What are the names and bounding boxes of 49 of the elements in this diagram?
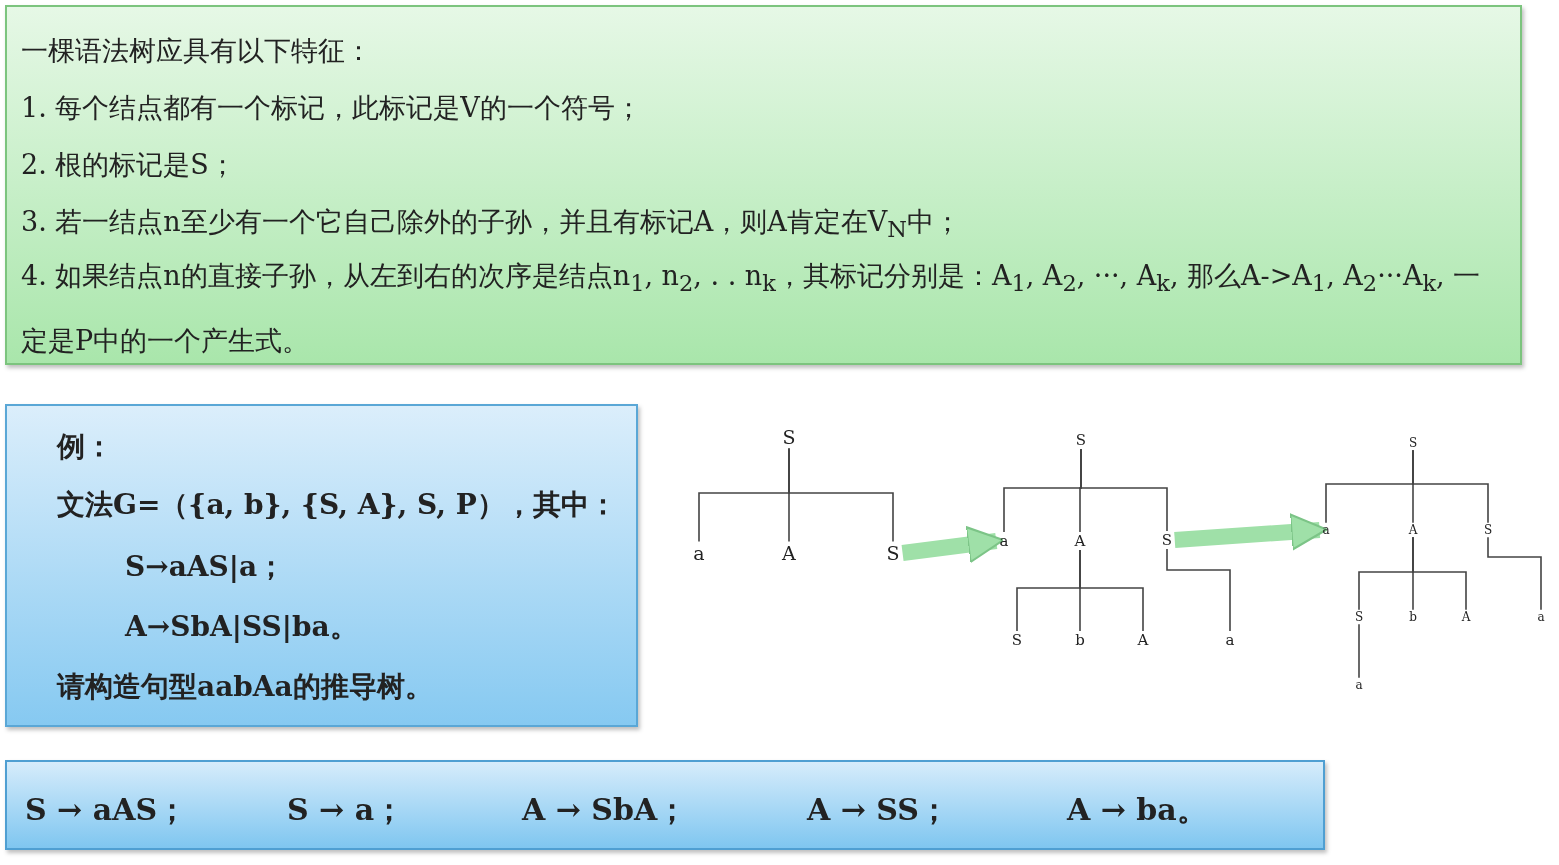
production-rule: A → SbA；: [522, 791, 688, 829]
tree-node-label: a: [997, 532, 1011, 550]
tree-node-label: S: [780, 425, 798, 449]
tree-node-label: a: [1223, 631, 1237, 649]
rule-text: 2. 根的标记是S；: [21, 148, 236, 182]
tree-node-label: A: [1136, 631, 1150, 649]
tree-node-label: a: [690, 541, 708, 565]
rule-text: 1. 每个结点都有一个标记，此标记是V的一个符号；: [21, 91, 642, 125]
example-label: 例：: [57, 429, 113, 465]
tree-node-label: a: [1535, 609, 1547, 625]
tree-node-label: S: [884, 541, 902, 565]
tree-branch: [1080, 448, 1168, 532]
production-rule: A→SbA|SS|ba。: [125, 609, 358, 645]
tree-node-label: S: [1482, 522, 1494, 538]
production-rule: A → ba。: [1067, 791, 1207, 829]
tree-node-label: A: [780, 541, 798, 565]
tree-node-label: A: [1407, 522, 1419, 538]
heading-text: 一棵语法树应具有以下特征：: [21, 34, 372, 68]
tree-branch: [1412, 449, 1489, 524]
tree-branch: [1166, 548, 1231, 632]
tree-node-label: b: [1073, 631, 1087, 649]
tree-branch: [1412, 536, 1467, 611]
tree-node-label: a: [1320, 522, 1332, 538]
tree-node-label: a: [1353, 677, 1365, 693]
text-panel: [5, 760, 1325, 850]
grammar-definition: 文法G=（{a, b}, {S, A}, S, P），其中：: [57, 487, 617, 523]
tree-branch: [788, 447, 894, 543]
tree-node-label: S: [1160, 531, 1174, 549]
production-rule: A → SS；: [807, 791, 949, 829]
tree-node-label: S: [1010, 631, 1024, 649]
tree-node-label: S: [1353, 609, 1365, 625]
tree-node-label: b: [1407, 609, 1419, 625]
block-arrow: [1174, 513, 1328, 551]
tree-branch: [1358, 623, 1360, 679]
task-text: 请构造句型aabAa的推导树。: [57, 669, 433, 705]
rule-text: 3. 若一结点n至少有一个它自己除外的子孙，并且有标记A，则A肯定在V$_{N}$中；: [21, 205, 961, 243]
production-rule: S→aAS|a；: [125, 549, 286, 585]
tree-node-label: A: [1073, 532, 1087, 550]
production-rule: S → a；: [287, 791, 405, 829]
tree-node-label: S: [1407, 435, 1419, 451]
rule-text: 4. 如果结点n的直接子孙，从左到右的次序是结点n$_{1}$, n$_{2}$, . . n$_{k}$，其标记分别是：A$_{1}$, A$_{2}$, ···, A$_{k}$, 那么A->A$_{1}$, A$_{2}$···A$_{k}$, 一定是P中的一个产生式。: [21, 259, 1482, 359]
text-panel: [5, 404, 638, 727]
text-panel: [5, 5, 1522, 365]
tree-node-label: A: [1460, 609, 1472, 625]
tree-branch: [1079, 549, 1144, 632]
tree-node-label: S: [1074, 431, 1088, 449]
production-rule: S → aAS；: [25, 791, 188, 829]
block-arrow: [901, 526, 1005, 564]
tree-branch: [1487, 536, 1542, 611]
